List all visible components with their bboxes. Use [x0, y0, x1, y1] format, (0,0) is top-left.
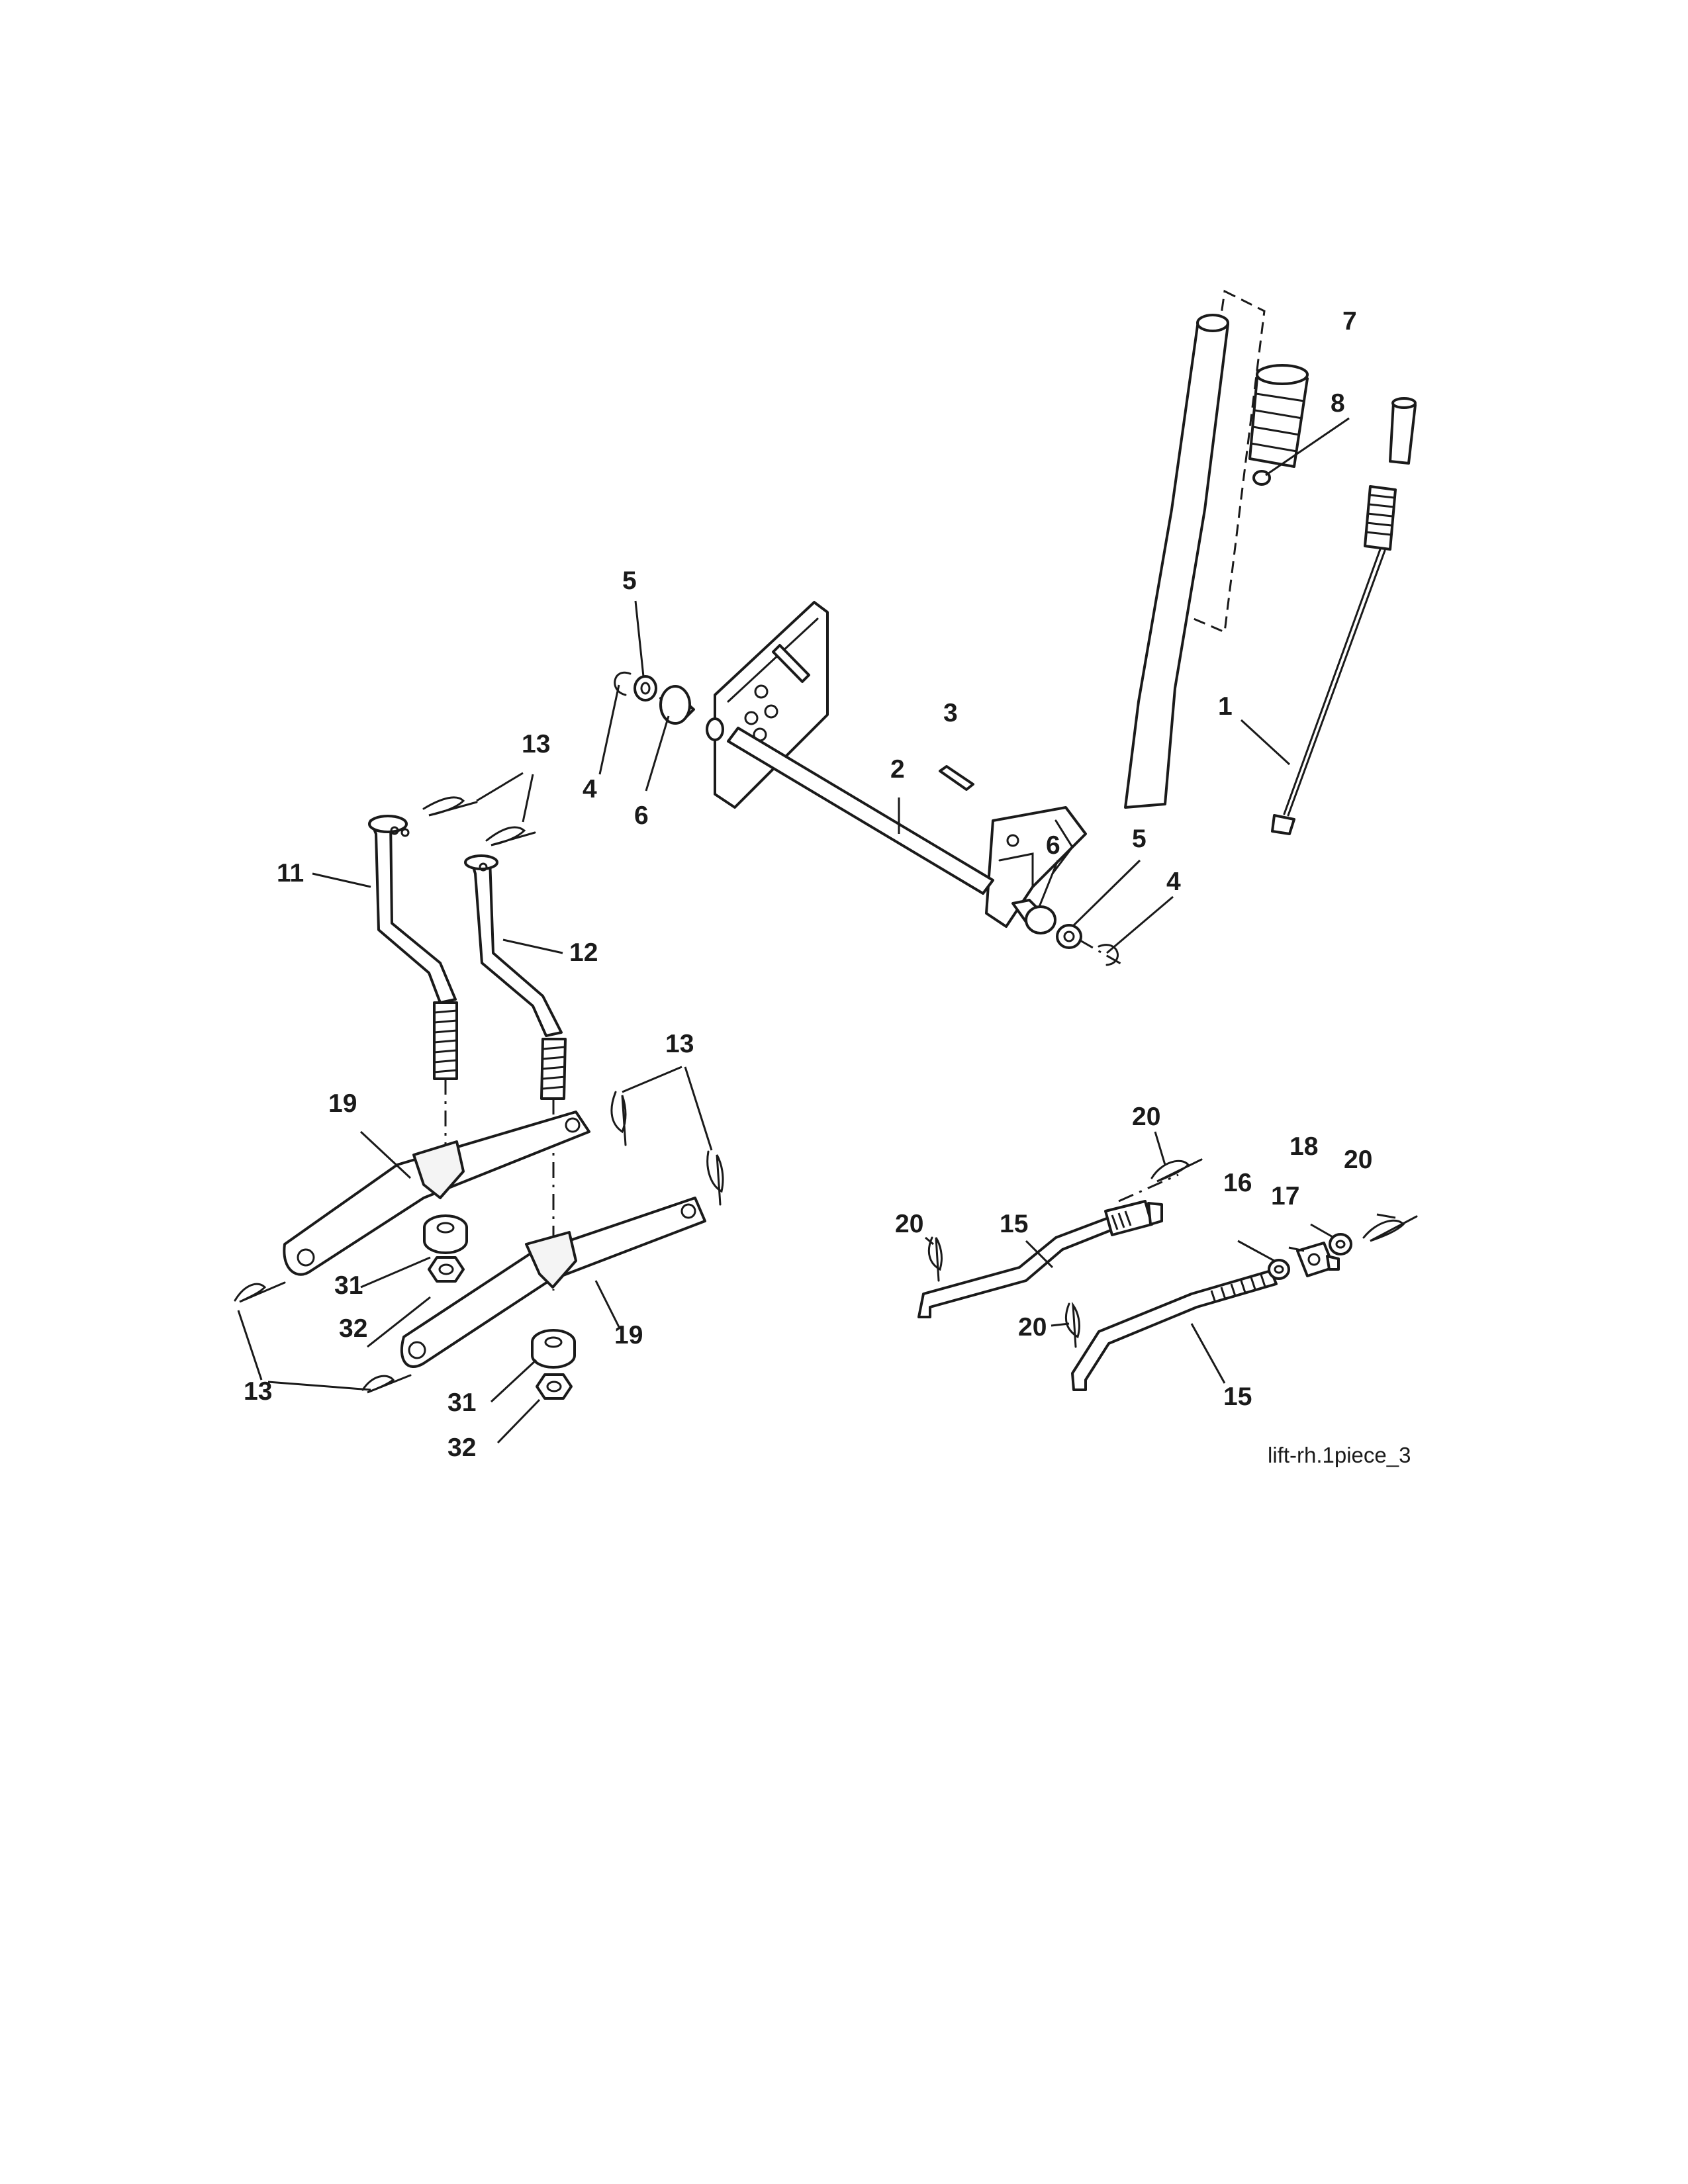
lift-arm-upper — [283, 1111, 590, 1276]
washer-16 — [1268, 1259, 1290, 1280]
washer-left — [633, 675, 657, 702]
callout-11: 11 — [277, 859, 304, 887]
callout-13-top: 13 — [522, 730, 550, 758]
callout-13-bottom: 13 — [244, 1377, 272, 1406]
retaining-clip-left — [614, 671, 632, 696]
nut-18 — [1329, 1233, 1352, 1255]
callout-18: 18 — [1289, 1132, 1318, 1161]
washer-right — [1056, 924, 1082, 949]
callout-2: 2 — [890, 755, 905, 784]
bushing-31-lower — [531, 1329, 576, 1369]
hairpin-clip-13f — [361, 1374, 412, 1394]
callout-5-right: 5 — [1132, 825, 1147, 853]
nut-32-upper — [428, 1256, 465, 1283]
handle-grip — [1248, 364, 1309, 468]
bushing-left — [659, 685, 695, 725]
callout-6-right: 6 — [1046, 831, 1060, 860]
callout-16: 16 — [1223, 1169, 1252, 1197]
callout-8: 8 — [1331, 389, 1345, 418]
callout-19-lower: 19 — [614, 1321, 643, 1349]
roll-pin — [939, 765, 974, 791]
nut-32-lower — [536, 1373, 573, 1400]
hairpin-clip-20b — [1362, 1215, 1418, 1242]
retaining-clip-right — [1078, 938, 1126, 968]
lift-link-11 — [368, 815, 458, 1178]
lift-link-12 — [464, 854, 567, 1291]
adjuster-rod-upper — [917, 1173, 1179, 1318]
callout-1: 1 — [1218, 692, 1233, 721]
hairpin-clip-13c — [610, 1091, 627, 1146]
hairpin-clip-13a — [422, 796, 478, 817]
block-17 — [1296, 1242, 1340, 1277]
pivot-plate — [714, 601, 829, 809]
callout-20-left: 20 — [895, 1210, 923, 1238]
callout-31-upper: 31 — [334, 1271, 363, 1300]
hairpin-clip-20a — [1150, 1158, 1203, 1183]
hairpin-clip-20c — [927, 1236, 943, 1282]
callout-3: 3 — [943, 699, 958, 727]
lift-arm-lower — [400, 1197, 706, 1368]
lift-cable — [1271, 397, 1417, 835]
callout-20-right: 20 — [1344, 1146, 1372, 1174]
callout-12: 12 — [569, 938, 598, 967]
callout-4-right: 4 — [1166, 868, 1181, 896]
lift-handle — [985, 289, 1266, 928]
leader-lines — [237, 417, 1396, 1444]
callout-20-top: 20 — [1132, 1103, 1160, 1131]
callout-labels: 7 8 1 3 2 5 4 6 6 5 4 13 11 12 13 19 31 … — [244, 307, 1372, 1462]
callout-15-lower: 15 — [1223, 1383, 1252, 1411]
diagram-caption: lift-rh.1piece_3 — [1268, 1443, 1411, 1467]
callout-13-right: 13 — [665, 1030, 694, 1058]
callout-19-upper: 19 — [328, 1089, 357, 1118]
adjuster-rod-lower — [1071, 1269, 1278, 1391]
callout-5-left: 5 — [622, 567, 637, 595]
callout-6-left: 6 — [634, 801, 649, 830]
callout-32-lower: 32 — [447, 1433, 476, 1462]
callout-17: 17 — [1271, 1182, 1299, 1210]
callout-31-lower: 31 — [447, 1388, 476, 1417]
bushing-31-upper — [423, 1214, 468, 1254]
bushing-right — [1011, 899, 1056, 934]
callout-7: 7 — [1342, 307, 1357, 336]
callout-4-left: 4 — [583, 775, 597, 803]
callout-15-upper: 15 — [1000, 1210, 1028, 1238]
hairpin-clip-20d — [1065, 1301, 1080, 1348]
lift-shaft — [706, 717, 994, 895]
hairpin-clip-13e — [234, 1281, 286, 1303]
callout-20-lower: 20 — [1018, 1313, 1047, 1342]
hairpin-clip-13b — [485, 826, 536, 846]
hairpin-clip-13d — [706, 1150, 724, 1206]
callout-32-upper: 32 — [339, 1314, 367, 1343]
